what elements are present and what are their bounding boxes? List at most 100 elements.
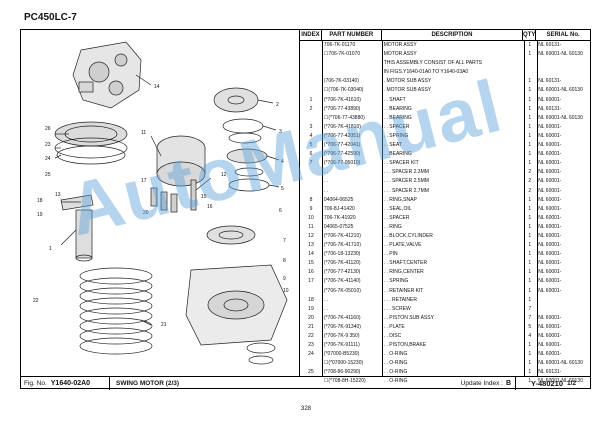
callout-label: 7 bbox=[283, 238, 286, 244]
cell-index: 9 bbox=[309, 205, 313, 212]
cell-serial: NL 60001- bbox=[538, 169, 562, 176]
cell-index bbox=[300, 50, 322, 59]
cell-index: 5 bbox=[309, 142, 313, 149]
cell-desc: . . PIN bbox=[383, 251, 398, 258]
cell-part: (*706-7K-41810) bbox=[323, 123, 361, 130]
cell-index: 6 bbox=[309, 151, 313, 158]
serial-cell: Y-480210 1/2 bbox=[516, 379, 591, 388]
cell-part: (*706-7K-41160) bbox=[323, 314, 361, 321]
cell-part: (706-7K-03140) bbox=[323, 78, 359, 85]
cell-desc: . . . SPACER 2.3MM bbox=[383, 169, 429, 176]
cell-serial: NL 60001- bbox=[538, 260, 562, 267]
update-index-cell: Update Index : B bbox=[298, 376, 516, 390]
cell-part: (*706-18-13230) bbox=[323, 251, 361, 258]
cell-part: ☐706-7K-01070 bbox=[323, 51, 361, 58]
cell-index: 2 bbox=[309, 105, 313, 112]
cell-serial: NL 60001-NL 60130 bbox=[538, 51, 583, 58]
cell-serial: NL 60001- bbox=[538, 232, 562, 239]
cell-index bbox=[300, 86, 322, 95]
cell-part: (*706-77-42041) bbox=[323, 142, 361, 149]
cell-desc: . . PLATE bbox=[383, 323, 405, 330]
callout-label: 9 bbox=[283, 276, 286, 282]
cell-part: 706-7K-41920 bbox=[323, 214, 356, 221]
cell-qty: 1 bbox=[528, 142, 532, 149]
cell-serial: NL 60001-NL 60130 bbox=[538, 114, 583, 121]
cell-qty: 1 bbox=[528, 242, 532, 249]
cell-index: 20 bbox=[308, 314, 314, 321]
cell-qty: 2 bbox=[528, 178, 532, 185]
cell-qty: 1 bbox=[528, 260, 532, 267]
cell-index: 13 bbox=[308, 242, 314, 249]
header-part-number: PART NUMBER bbox=[322, 30, 382, 40]
cell-serial: NL 60001-NL 60130 bbox=[538, 360, 583, 367]
header-index: INDEX bbox=[300, 30, 322, 40]
cell-qty bbox=[523, 68, 536, 77]
cell-desc: . . SPRING bbox=[383, 132, 409, 139]
cell-qty: 1 bbox=[528, 269, 532, 276]
cell-index: 15 bbox=[308, 260, 314, 267]
cell-desc: . . SHAFT,CENTER bbox=[383, 260, 428, 267]
cell-qty: 4 bbox=[528, 333, 532, 339]
cell-desc: . . BLOCK,CYLINDER bbox=[383, 232, 433, 239]
cell-qty: 1 bbox=[528, 223, 532, 230]
cell-part: (*706-7K-41610) bbox=[323, 96, 361, 103]
cell-serial: NL 60001- bbox=[538, 160, 562, 167]
update-label: Update Index : bbox=[460, 379, 503, 387]
model-title: PC450LC-7 bbox=[24, 12, 77, 23]
cell-qty: 2 bbox=[528, 169, 532, 176]
cell-part: (*706-77-42130) bbox=[323, 269, 361, 276]
callout-label: 16 bbox=[207, 204, 213, 210]
callout-label: 5 bbox=[281, 186, 284, 192]
cell-qty: 7 bbox=[528, 305, 532, 312]
cell-index: 7 bbox=[309, 160, 313, 167]
cell-index bbox=[300, 177, 322, 186]
cell-part: ☐(706-7K-03040) bbox=[323, 87, 364, 94]
cell-part: . . bbox=[323, 296, 329, 303]
cell-serial: NL 60001- bbox=[538, 214, 562, 221]
cell-part: (*706-7K-41210) bbox=[323, 232, 361, 239]
cell-desc: . . SPACER KIT bbox=[383, 160, 419, 167]
cell-serial bbox=[536, 296, 590, 305]
cell-serial: NL 60001- bbox=[538, 205, 562, 212]
cell-index: 19 bbox=[308, 305, 314, 312]
cell-desc: . . BEARING bbox=[383, 114, 412, 121]
callout-label: 17 bbox=[141, 178, 147, 184]
cell-serial: NL 60001- bbox=[538, 151, 562, 158]
callout-label: 8 bbox=[283, 258, 286, 264]
cell-serial: NL 60131- bbox=[538, 78, 562, 85]
cell-index: 18 bbox=[308, 296, 314, 303]
cell-serial: NL 60001- bbox=[538, 351, 562, 358]
cell-desc: . . SHAFT bbox=[383, 96, 406, 103]
cell-serial: NL 60001- bbox=[538, 223, 562, 230]
cell-qty: 1 bbox=[528, 351, 532, 358]
callout-label: 12 bbox=[221, 172, 227, 178]
cell-serial: NL 60001- bbox=[538, 314, 562, 321]
cell-desc: . . SPACER bbox=[383, 214, 410, 221]
cell-serial: NL 60001- bbox=[538, 342, 562, 349]
cell-qty: 1 bbox=[528, 42, 532, 48]
cell-serial: NL 60131- bbox=[538, 369, 562, 376]
cell-part: 04065-07525 bbox=[323, 223, 354, 230]
figure-number-cell: Fig. No. Y1640-02A0 bbox=[20, 376, 110, 390]
cell-desc: . . BEARING bbox=[383, 105, 412, 112]
cell-qty: 1 bbox=[528, 78, 532, 85]
cell-index bbox=[300, 114, 322, 123]
cell-qty: 5 bbox=[528, 323, 532, 330]
callout-label: 23 bbox=[45, 142, 51, 148]
cell-index bbox=[300, 59, 322, 68]
